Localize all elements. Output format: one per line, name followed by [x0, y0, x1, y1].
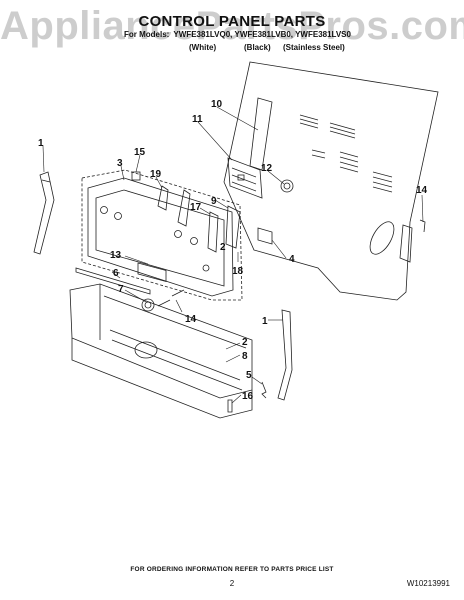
- bracket-17: [207, 211, 219, 253]
- switch-19: [157, 185, 169, 211]
- rear-panel-oval: [369, 221, 395, 255]
- callout-label: 14: [185, 314, 197, 325]
- callout-label: 6: [113, 268, 119, 279]
- callout-label: 7: [118, 284, 124, 295]
- screw-16: [227, 399, 233, 413]
- callout-label: 16: [242, 391, 254, 402]
- finish-white: (White): [189, 43, 217, 52]
- callout-label: 14: [416, 185, 428, 196]
- manifold-panel: [69, 283, 253, 399]
- document-number: W10213991: [406, 579, 450, 588]
- callout-label: 18: [232, 266, 244, 277]
- callout-label: 8: [242, 351, 248, 362]
- leader-lines: [42, 106, 424, 404]
- models-text: YWFE381LVQ0, YWFE381LVB0, YWFE381LVS0: [173, 30, 351, 39]
- ordering-note: FOR ORDERING INFORMATION REFER TO PARTS …: [130, 566, 334, 573]
- control-panel-front: [87, 177, 234, 297]
- control-board: [227, 157, 263, 199]
- callout-label: 1: [38, 138, 44, 149]
- callout-label: 17: [190, 202, 202, 213]
- callout-label: 3: [117, 158, 123, 169]
- callout-label: 13: [110, 250, 122, 261]
- models-prefix: For Models:: [124, 30, 170, 39]
- callout-label: 2: [220, 242, 226, 253]
- callout-label: 12: [261, 163, 273, 174]
- bracket-9: [225, 205, 241, 249]
- callout-label: 2: [242, 337, 248, 348]
- model-list: For Models: YWFE381LVQ0, YWFE381LVB0, YW…: [124, 30, 351, 39]
- trim-strip: [75, 267, 151, 295]
- relay-part: [280, 179, 294, 193]
- callout-label: 10: [211, 99, 223, 110]
- finish-black: (Black): [244, 43, 271, 52]
- callout-label: 15: [134, 147, 146, 158]
- left-side-bracket: [33, 171, 55, 255]
- page-number: 2: [229, 579, 235, 588]
- right-side-bracket: [277, 309, 293, 401]
- callout-label: 4: [289, 254, 295, 265]
- callout-label: 1: [262, 316, 268, 327]
- rear-panel: [223, 61, 439, 301]
- spring-5: [261, 381, 267, 399]
- finish-stainless: (Stainless Steel): [283, 43, 345, 52]
- callout-label: 9: [211, 196, 217, 207]
- callout-label: 5: [246, 370, 252, 381]
- page-title: CONTROL PANEL PARTS: [138, 13, 326, 30]
- callout-labels: 1 3 15 19 10 11 12 17 9 2 13 6 7 14 18 4…: [38, 99, 428, 402]
- callout-label: 11: [192, 114, 203, 125]
- knob-7: [141, 298, 155, 312]
- rear-panel-vents: [299, 114, 393, 193]
- connector-4: [257, 227, 273, 245]
- callout-label: 19: [150, 169, 162, 180]
